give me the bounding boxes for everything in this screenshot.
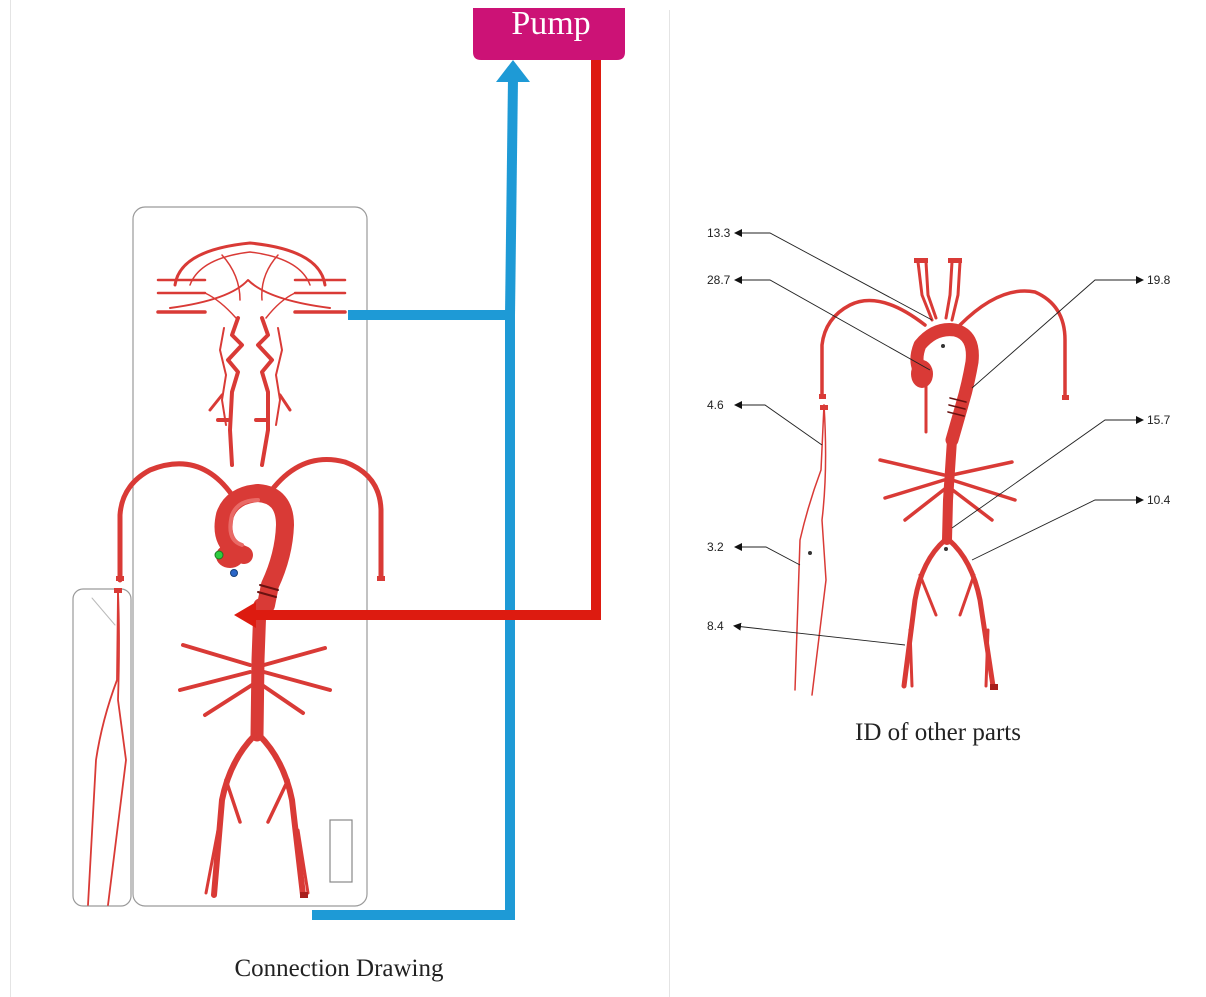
leader-lines bbox=[735, 233, 1142, 645]
aortic-arch bbox=[215, 493, 285, 605]
id-label-28-7: 28.7 bbox=[707, 273, 731, 287]
id-vessel-model bbox=[795, 258, 1069, 695]
blue-arrow-head bbox=[496, 60, 530, 82]
id-label-4-6: 4.6 bbox=[707, 398, 724, 412]
id-dot bbox=[808, 551, 812, 555]
id-label-13-3: 13.3 bbox=[707, 226, 731, 240]
small-box bbox=[330, 820, 352, 882]
connection-drawing: Pump Connection Drawing bbox=[73, 5, 625, 982]
head-vessels bbox=[158, 243, 345, 318]
red-arrow-head bbox=[234, 602, 256, 628]
id-dot bbox=[944, 547, 948, 551]
leg-model-frame bbox=[73, 589, 131, 906]
arm-vessels bbox=[116, 459, 385, 581]
iliac-vessels bbox=[206, 735, 308, 898]
leg-vessels bbox=[88, 588, 126, 905]
pump-box: Pump bbox=[473, 5, 625, 60]
id-label-19-8: 19.8 bbox=[1147, 273, 1171, 287]
caption-id-of-other-parts: ID of other parts bbox=[855, 719, 1021, 746]
green-port-marker bbox=[215, 551, 223, 559]
id-dot bbox=[941, 344, 945, 348]
neck-vessels bbox=[210, 318, 290, 465]
id-diagram: 13.3 28.7 4.6 3.2 8.4 19.8 15.7 10.4 ID … bbox=[707, 226, 1171, 746]
caption-connection-drawing: Connection Drawing bbox=[235, 955, 444, 982]
blue-riser bbox=[510, 78, 513, 315]
id-label-15-7: 15.7 bbox=[1147, 413, 1171, 427]
pump-label: Pump bbox=[511, 5, 590, 42]
id-label-3-2: 3.2 bbox=[707, 540, 724, 554]
blue-port-marker bbox=[231, 570, 238, 577]
outflow-tube-red bbox=[256, 55, 596, 615]
id-label-10-4: 10.4 bbox=[1147, 493, 1171, 507]
id-label-8-4: 8.4 bbox=[707, 619, 724, 633]
